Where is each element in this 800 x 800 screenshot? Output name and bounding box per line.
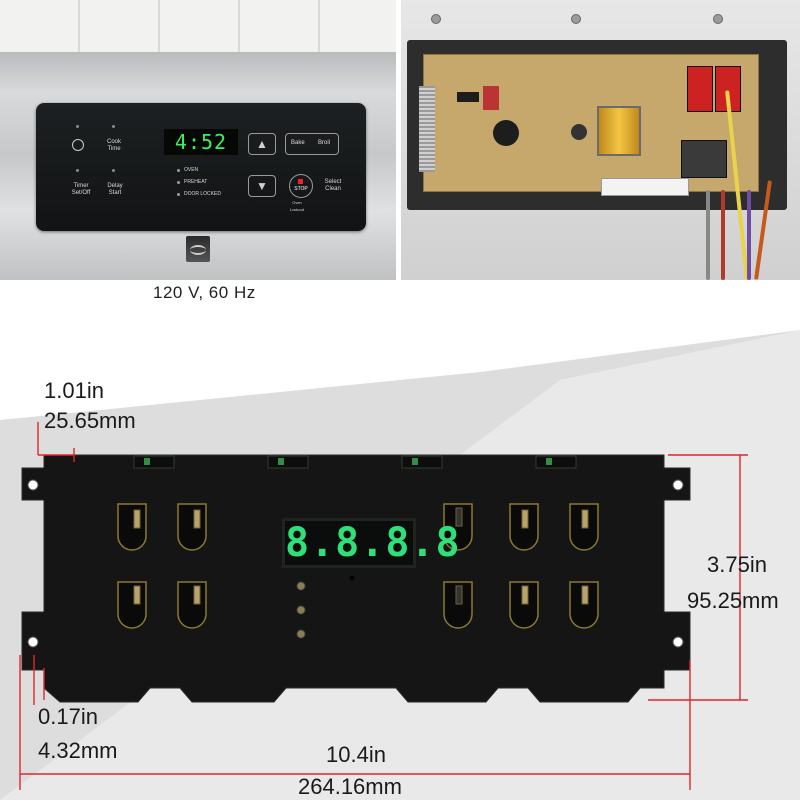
- cook-time-label: Cook Time: [106, 139, 121, 152]
- preheat-status-label: PREHEAT: [184, 179, 208, 185]
- control-board: [21, 454, 691, 703]
- door-locked-status-label: DOOR LOCKED: [184, 191, 221, 197]
- width-mm: 264.16mm: [298, 774, 402, 799]
- photo-board-installed: [401, 0, 800, 280]
- indicator-dot: [76, 169, 79, 172]
- indicator-dot: [112, 125, 115, 128]
- wire: [747, 190, 751, 280]
- oven-status-label: OVEN: [184, 167, 199, 173]
- mount-hole: [571, 14, 581, 24]
- wire-connector: [601, 178, 689, 196]
- capacitor: [571, 124, 587, 140]
- stop-button[interactable]: STOP: [289, 174, 313, 198]
- clock-icon: [72, 139, 84, 151]
- chip: [483, 86, 499, 110]
- bake-broil-buttons: Bake Broil: [285, 133, 339, 155]
- height-mm: 95.25mm: [687, 588, 779, 613]
- top-clips: [133, 455, 577, 469]
- door-locked-led: [177, 193, 180, 196]
- side-offset-inches: 0.17in: [38, 704, 98, 729]
- top-offset-inches: 1.01in: [44, 378, 104, 403]
- mount-hole: [672, 479, 684, 491]
- voltage-caption: 120 V, 60 Hz: [153, 283, 256, 302]
- screw-terminals: [133, 507, 589, 605]
- side-offset-mm: 4.32mm: [38, 738, 118, 763]
- mount-hole: [713, 14, 723, 24]
- ribbon-cable: [419, 86, 435, 172]
- relay: [681, 140, 727, 178]
- board-led-display: 8.8.8.8: [282, 518, 460, 568]
- delay-start-label: Delay Start: [107, 183, 123, 196]
- wire: [721, 190, 725, 280]
- mount-hole: [27, 479, 39, 491]
- down-arrow-button[interactable]: ▼: [248, 175, 276, 197]
- capacitor: [493, 120, 519, 146]
- photo-oven-control-panel: Cook Time Timer Set/Off Delay Start 4:52…: [0, 0, 396, 280]
- mount-hole: [431, 14, 441, 24]
- mount-hole: [27, 636, 39, 648]
- bake-button[interactable]: Bake: [291, 140, 305, 146]
- select-clean-label: Select Clean: [324, 179, 342, 192]
- oven-led: [177, 169, 180, 172]
- timer-label: Timer Set/Off: [71, 183, 91, 196]
- up-arrow-button[interactable]: ▲: [248, 133, 276, 155]
- brand-logo: [186, 236, 210, 262]
- chip: [457, 92, 479, 102]
- stop-icon: [298, 179, 303, 184]
- height-inches: 3.75in: [707, 552, 767, 577]
- top-offset-mm: 25.65mm: [44, 408, 136, 433]
- time-display: 4:52: [164, 129, 238, 155]
- oven-lockout-label: Oven Lockout: [289, 200, 304, 212]
- broil-button[interactable]: Broil: [318, 140, 331, 146]
- dimension-lines: [19, 422, 748, 790]
- status-leds: [296, 581, 306, 639]
- wall-tile: [0, 0, 396, 52]
- oven-control-panel: Cook Time Timer Set/Off Delay Start 4:52…: [36, 103, 366, 231]
- indicator-dot: [76, 125, 79, 128]
- wire: [706, 190, 710, 280]
- relay: [687, 66, 713, 112]
- indicator-dot: [112, 169, 115, 172]
- sensor-hole: [349, 575, 355, 581]
- stop-label: STOP: [294, 186, 308, 192]
- mount-hole: [672, 636, 684, 648]
- transformer: [597, 106, 641, 156]
- key-slots: [117, 503, 599, 629]
- width-inches: 10.4in: [326, 742, 386, 767]
- preheat-led: [177, 181, 180, 184]
